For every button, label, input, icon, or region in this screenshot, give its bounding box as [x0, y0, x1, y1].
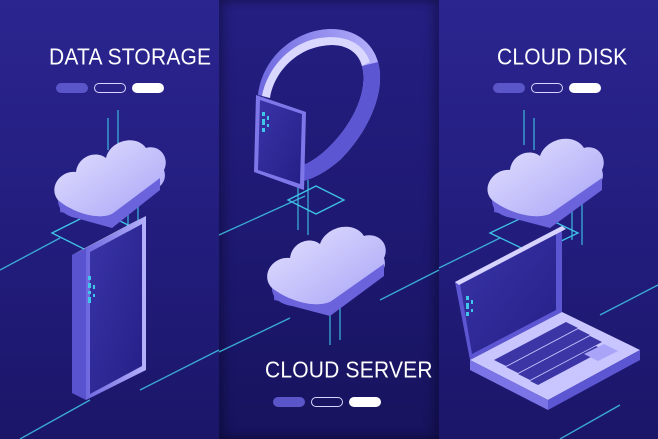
- indicator-dot-2[interactable]: [94, 83, 126, 93]
- slide-indicator-right: [493, 83, 601, 93]
- indicator-dot-3[interactable]: [349, 397, 381, 407]
- cloud-icon-left: [54, 140, 166, 228]
- indicator-dot-3[interactable]: [132, 83, 164, 93]
- indicator-dot-2[interactable]: [531, 83, 563, 93]
- indicator-dot-1[interactable]: [493, 83, 525, 93]
- indicator-dot-1[interactable]: [273, 397, 305, 407]
- cloud-server-title: CLOUD SERVER: [265, 358, 433, 383]
- smartwatch-icon: [254, 29, 381, 190]
- data-storage-title: DATA STORAGE: [49, 45, 212, 70]
- cloud-icon-middle: [267, 226, 386, 316]
- indicator-dot-1[interactable]: [56, 83, 88, 93]
- indicator-dot-2[interactable]: [311, 397, 343, 407]
- cloud-icon-right: [487, 138, 604, 228]
- circuit-lines-right: [438, 110, 658, 439]
- cloud-disk-title: CLOUD DISK: [497, 45, 628, 70]
- slide-indicator-left: [56, 83, 164, 93]
- slide-indicator-middle: [273, 397, 381, 407]
- connection-pad-middle: [286, 185, 346, 215]
- smartphone-icon: [72, 216, 146, 400]
- laptop-icon: [455, 226, 640, 410]
- cloud-server-panel: [219, 0, 439, 439]
- indicator-dot-3[interactable]: [569, 83, 601, 93]
